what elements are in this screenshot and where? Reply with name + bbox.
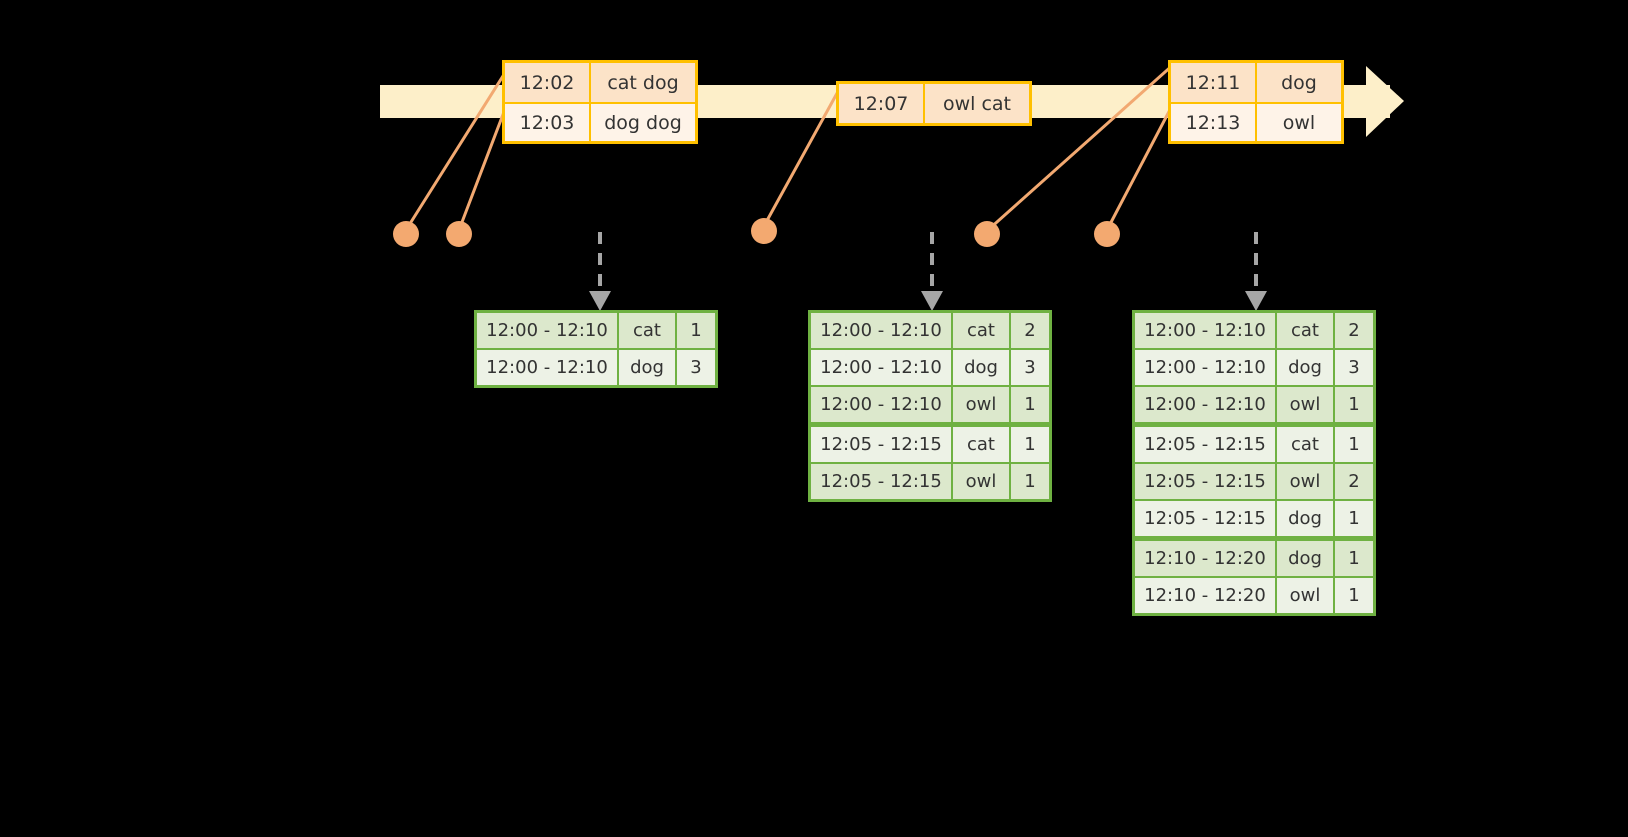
- result-table-1[interactable]: 12:00 - 12:10 cat 1 12:00 - 12:10 dog 3: [474, 310, 718, 388]
- cell-window: 12:05 - 12:15: [1135, 501, 1275, 536]
- table-row[interactable]: 12:10 - 12:20 dog 1: [1135, 541, 1373, 576]
- event-group-2[interactable]: 12:07 owl cat: [836, 81, 1032, 126]
- table-row[interactable]: 12:00 - 12:10 dog 3: [811, 350, 1049, 385]
- table-row[interactable]: 12:00 - 12:10 dog 3: [477, 350, 715, 385]
- table-row[interactable]: 12:00 - 12:10 cat 2: [811, 313, 1049, 348]
- event-words: dog dog: [604, 111, 682, 134]
- cell-count: 3: [1335, 350, 1373, 385]
- cell-word: dog: [1277, 541, 1333, 576]
- table-row[interactable]: 12:00 - 12:10 owl 1: [1135, 387, 1373, 422]
- event-row[interactable]: 12:07 owl cat: [839, 84, 1029, 123]
- cell-count: 1: [677, 313, 715, 348]
- trigger-arrow-3: [1245, 232, 1267, 311]
- table-row[interactable]: 12:00 - 12:10 dog 3: [1135, 350, 1373, 385]
- cell-word: cat: [1277, 427, 1333, 462]
- table-row[interactable]: 12:05 - 12:15 cat 1: [811, 427, 1049, 462]
- event-row[interactable]: 12:02 cat dog: [505, 63, 695, 102]
- trigger-arrow-2: [921, 232, 943, 311]
- table-row[interactable]: 12:05 - 12:15 owl 1: [811, 464, 1049, 499]
- cell-word: owl: [1277, 578, 1333, 613]
- cell-word: owl: [953, 464, 1009, 499]
- event-dot-4: [974, 221, 1000, 247]
- table-row[interactable]: 12:00 - 12:10 cat 1: [477, 313, 715, 348]
- connector-5: [1105, 100, 1176, 232]
- cell-window: 12:00 - 12:10: [811, 387, 951, 422]
- event-dot-1: [393, 221, 419, 247]
- cell-word: dog: [619, 350, 675, 385]
- table-row[interactable]: 12:00 - 12:10 cat 2: [1135, 313, 1373, 348]
- trigger-arrows: [589, 232, 1267, 311]
- cell-word: owl: [1277, 387, 1333, 422]
- cell-window: 12:00 - 12:10: [1135, 350, 1275, 385]
- event-group-3[interactable]: 12:11 dog 12:13 owl: [1168, 60, 1344, 144]
- event-time: 12:11: [1171, 63, 1257, 102]
- table-row[interactable]: 12:10 - 12:20 owl 1: [1135, 578, 1373, 613]
- event-row[interactable]: 12:03 dog dog: [505, 102, 695, 141]
- table-row[interactable]: 12:05 - 12:15 dog 1: [1135, 501, 1373, 536]
- cell-count: 1: [1011, 464, 1049, 499]
- table-row[interactable]: 12:05 - 12:15 owl 2: [1135, 464, 1373, 499]
- event-time: 12:07: [839, 84, 925, 123]
- cell-word: owl: [953, 387, 1009, 422]
- cell-count: 2: [1011, 313, 1049, 348]
- cell-count: 3: [1011, 350, 1049, 385]
- event-row[interactable]: 12:11 dog: [1171, 63, 1341, 102]
- cell-count: 1: [1335, 427, 1373, 462]
- cell-window: 12:05 - 12:15: [1135, 464, 1275, 499]
- cell-word: dog: [1277, 350, 1333, 385]
- cell-count: 1: [1335, 387, 1373, 422]
- table-row[interactable]: 12:05 - 12:15 cat 1: [1135, 427, 1373, 462]
- cell-window: 12:00 - 12:10: [811, 350, 951, 385]
- event-dots: [393, 218, 1120, 247]
- cell-count: 2: [1335, 464, 1373, 499]
- cell-count: 3: [677, 350, 715, 385]
- trigger-arrow-1: [589, 232, 611, 311]
- cell-word: owl: [1277, 464, 1333, 499]
- cell-window: 12:00 - 12:10: [477, 350, 617, 385]
- cell-window: 12:05 - 12:15: [811, 464, 951, 499]
- connector-1: [404, 66, 510, 232]
- cell-window: 12:05 - 12:15: [1135, 427, 1275, 462]
- cell-window: 12:10 - 12:20: [1135, 578, 1275, 613]
- event-dot-2: [446, 221, 472, 247]
- cell-count: 1: [1335, 541, 1373, 576]
- event-dot-3: [751, 218, 777, 244]
- result-table-2[interactable]: 12:00 - 12:10 cat 2 12:00 - 12:10 dog 3 …: [808, 310, 1052, 502]
- cell-word: cat: [953, 313, 1009, 348]
- cell-word: dog: [953, 350, 1009, 385]
- cell-count: 1: [1335, 578, 1373, 613]
- result-table-3[interactable]: 12:00 - 12:10 cat 2 12:00 - 12:10 dog 3 …: [1132, 310, 1376, 616]
- event-words: owl: [1282, 111, 1316, 134]
- connector-3: [762, 84, 843, 228]
- cell-window: 12:00 - 12:10: [1135, 313, 1275, 348]
- cell-word: cat: [953, 427, 1009, 462]
- event-words: owl cat: [942, 92, 1012, 115]
- cell-window: 12:00 - 12:10: [811, 313, 951, 348]
- cell-count: 1: [1011, 387, 1049, 422]
- event-row[interactable]: 12:13 owl: [1171, 102, 1341, 141]
- cell-word: dog: [1277, 501, 1333, 536]
- event-words: cat dog: [607, 71, 679, 94]
- table-row[interactable]: 12:00 - 12:10 owl 1: [811, 387, 1049, 422]
- cell-count: 2: [1335, 313, 1373, 348]
- cell-window: 12:00 - 12:10: [477, 313, 617, 348]
- cell-count: 1: [1335, 501, 1373, 536]
- cell-word: cat: [619, 313, 675, 348]
- event-time: 12:03: [505, 104, 591, 141]
- cell-window: 12:00 - 12:10: [1135, 387, 1275, 422]
- cell-window: 12:05 - 12:15: [811, 427, 951, 462]
- event-words: dog: [1281, 71, 1317, 94]
- event-group-1[interactable]: 12:02 cat dog 12:03 dog dog: [502, 60, 698, 144]
- event-dot-5: [1094, 221, 1120, 247]
- event-time: 12:02: [505, 63, 591, 102]
- cell-window: 12:10 - 12:20: [1135, 541, 1275, 576]
- event-time: 12:13: [1171, 104, 1257, 141]
- cell-word: cat: [1277, 313, 1333, 348]
- connector-2: [457, 102, 509, 232]
- cell-count: 1: [1011, 427, 1049, 462]
